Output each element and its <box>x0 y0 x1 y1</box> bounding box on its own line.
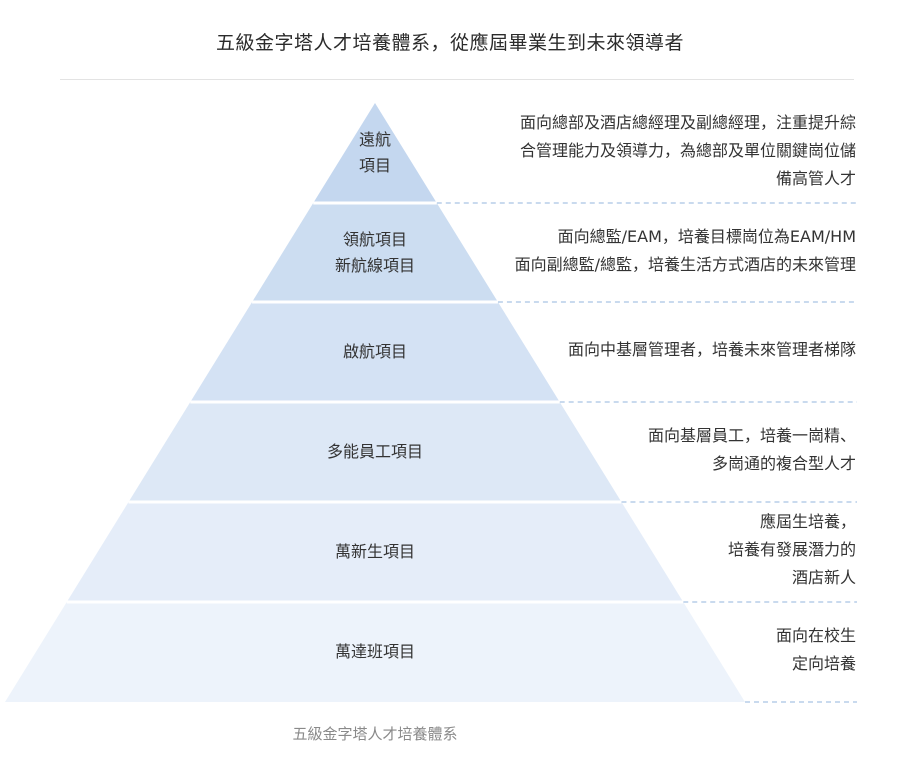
tier-label-5: 萬新生項目 <box>334 542 415 561</box>
tier-description-2: 面向總監/EAM，培養目標崗位為EAM/HM 面向副總監/總監，培養生活方式酒店… <box>514 227 856 274</box>
tier-description-6: 面向在校生 定向培養 <box>775 626 856 673</box>
title-divider <box>60 79 854 80</box>
pyramid-tier-3 <box>190 302 560 402</box>
tier-label-1: 遠航 項目 <box>358 130 391 175</box>
pyramid-tier-4 <box>128 402 622 502</box>
tier-label-4: 多能員工項目 <box>326 442 423 461</box>
tier-label-2: 領航項目 新航線項目 <box>334 230 415 275</box>
tier-description-4: 面向基層員工，培養一崗精、 多崗通的複合型人才 <box>647 426 856 473</box>
pyramid-tier-6 <box>5 602 745 702</box>
pyramid-tier-1 <box>313 103 437 203</box>
pyramid-tier-5 <box>66 502 684 602</box>
tier-description-5: 應屆生培養， 培養有發展潛力的 酒店新人 <box>727 512 856 587</box>
tier-description-1: 面向總部及酒店總經理及副總經理，注重提升綜 合管理能力及領導力，為總部及單位關鍵… <box>519 113 856 188</box>
pyramid-tier-2 <box>252 203 498 302</box>
page-title: 五級金字塔人才培養體系，從應屆畢業生到未來領導者 <box>215 32 684 54</box>
diagram-caption: 五級金字塔人才培養體系 <box>292 725 458 743</box>
tier-description-3: 面向中基層管理者，培養未來管理者梯隊 <box>567 340 856 359</box>
tier-label-6: 萬達班項目 <box>334 642 415 661</box>
tier-label-3: 啟航項目 <box>342 342 407 361</box>
